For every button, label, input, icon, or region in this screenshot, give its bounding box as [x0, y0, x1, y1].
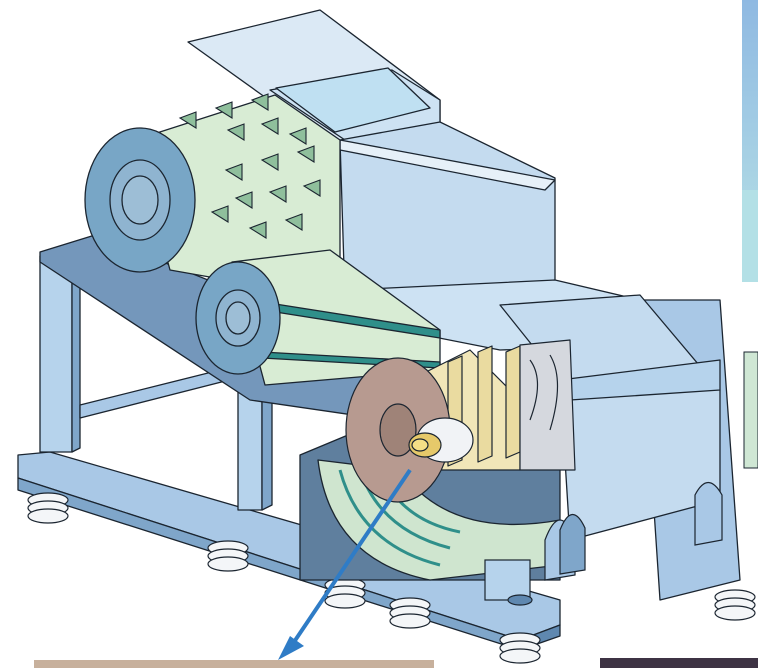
right-panel-lower: [742, 190, 758, 282]
roller-teeth: [178, 93, 321, 239]
side-green-panel: [743, 351, 758, 469]
spring-mount-icon: [27, 492, 756, 664]
support-brackets: [484, 481, 723, 606]
corner-bar: [600, 658, 758, 668]
caption-bar: [34, 660, 434, 668]
hammer-mill-rotor-icon: [345, 339, 576, 503]
secondary-roller: [195, 249, 441, 386]
discharge-arrow-icon: [278, 468, 412, 660]
